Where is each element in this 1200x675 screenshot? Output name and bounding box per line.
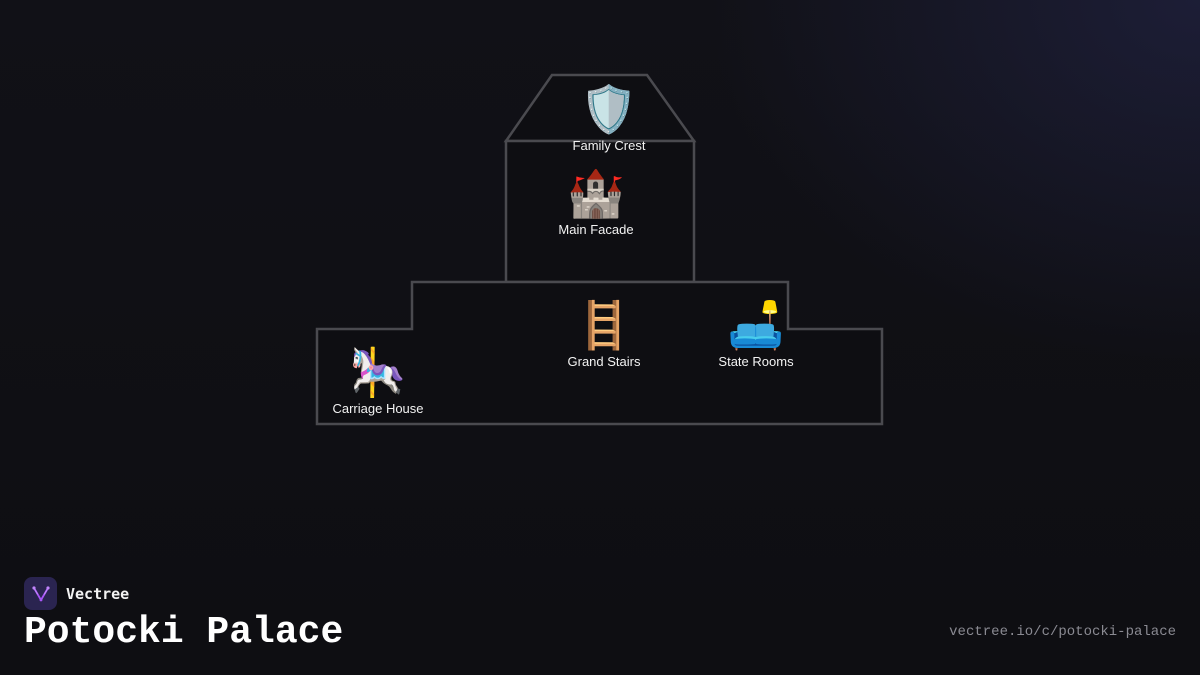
vectree-logo-icon bbox=[24, 577, 57, 610]
room-label: Grand Stairs bbox=[567, 354, 641, 369]
brand[interactable]: Vectree bbox=[24, 577, 129, 610]
shield-icon: 🛡️ bbox=[580, 82, 638, 136]
room-label: Family Crest bbox=[572, 138, 646, 153]
main-tier-shape bbox=[504, 139, 696, 284]
page-url-link[interactable]: vectree.io/c/potocki-palace bbox=[949, 624, 1176, 640]
room-label: Main Facade bbox=[558, 222, 634, 237]
castle-icon: 🏰 bbox=[567, 166, 625, 220]
room-main-facade[interactable]: 🏰 Main Facade bbox=[558, 166, 633, 237]
couch-and-lamp-icon: 🛋️ bbox=[727, 298, 785, 352]
room-family-crest[interactable]: 🛡️ Family Crest bbox=[573, 82, 646, 153]
room-label: Carriage House bbox=[332, 401, 424, 416]
room-label: State Rooms bbox=[718, 354, 794, 369]
page-title: Potocki Palace bbox=[24, 611, 344, 654]
room-state-rooms[interactable]: 🛋️ State Rooms bbox=[718, 298, 793, 369]
room-carriage-house[interactable]: 🎠 Carriage House bbox=[332, 345, 423, 416]
brand-name: Vectree bbox=[66, 584, 130, 603]
carousel-horse-icon: 🎠 bbox=[349, 345, 407, 399]
lower-tier-shape bbox=[315, 280, 884, 426]
room-grand-stairs[interactable]: 🪜 Grand Stairs bbox=[568, 298, 641, 369]
ladder-icon: 🪜 bbox=[575, 298, 633, 352]
